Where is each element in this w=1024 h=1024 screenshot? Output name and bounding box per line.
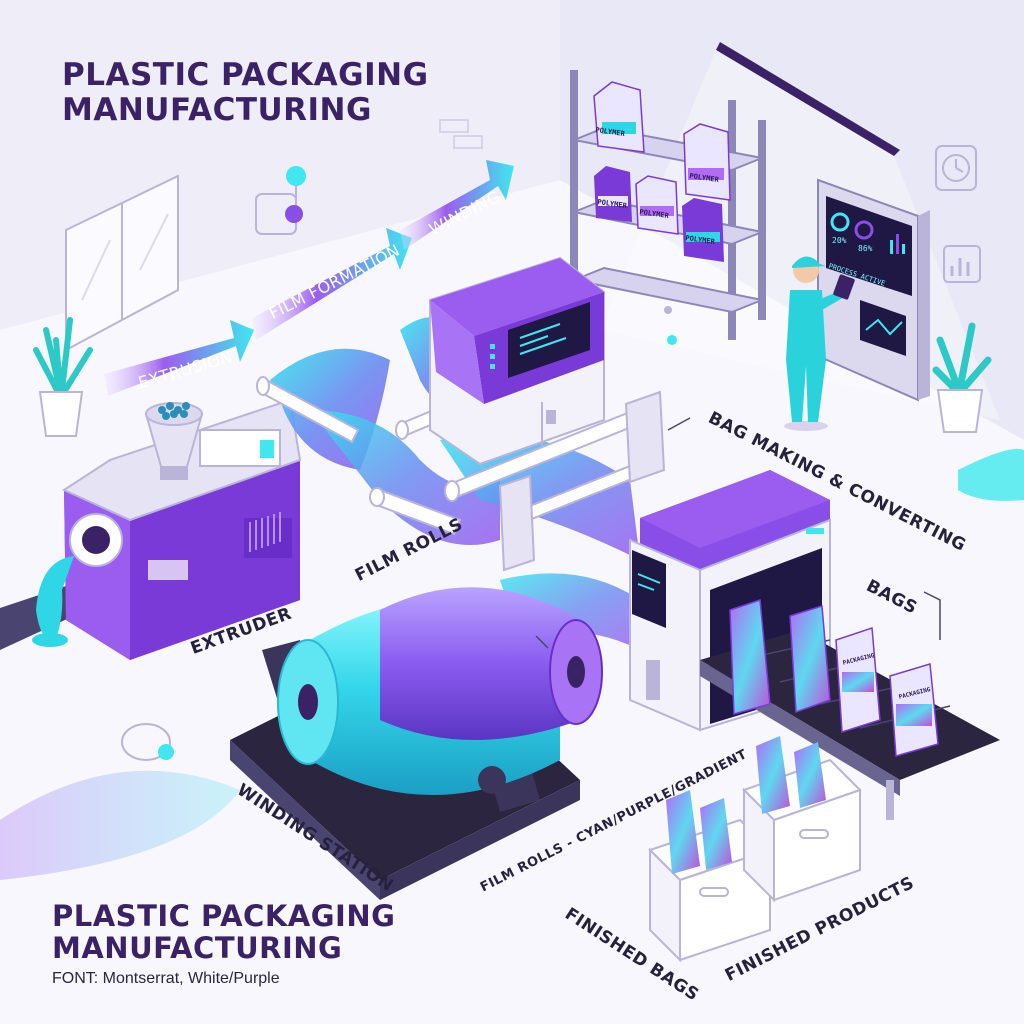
control-panel [817, 178, 930, 402]
film-formation-machine [429, 256, 605, 466]
footer-title-line-2: MANUFACTURING [52, 931, 343, 966]
floor-ring [121, 723, 174, 761]
floor-dot [667, 335, 677, 345]
shelf-bags [593, 81, 731, 262]
floor-blob [0, 770, 240, 880]
gauge-right-readout: 86% [858, 244, 873, 253]
floor-blob [958, 448, 1024, 501]
footer-title-line-1: PLASTIC PACKAGING [52, 899, 396, 933]
wall-decoration [255, 166, 306, 235]
main-title: PLASTIC PACKAGING MANUFACTURING [62, 58, 429, 127]
title-line-2: MANUFACTURING [62, 91, 372, 128]
roller-frame [498, 390, 666, 572]
leader-lines [535, 417, 941, 649]
window [65, 174, 179, 352]
bar-chart-icon [943, 245, 981, 283]
extruder-machine [32, 398, 302, 660]
footer-title: PLASTIC PACKAGING MANUFACTURING [52, 900, 395, 965]
wall-bricks [439, 119, 483, 149]
winding-station [230, 587, 603, 900]
plant-left [33, 317, 93, 437]
gauge-left-readout: 20% [832, 236, 847, 245]
finished-crates [648, 736, 862, 963]
conveyor-bags [729, 598, 939, 757]
hopper [144, 402, 204, 480]
worker [784, 256, 855, 431]
title-line-1: PLASTIC PACKAGING [62, 57, 429, 93]
process-arrows [104, 160, 514, 396]
plant-right [932, 322, 992, 433]
clock-icon [935, 145, 977, 191]
font-note: FONT: Montserrat, White/Purple [52, 970, 280, 987]
floor-dot [664, 306, 672, 314]
